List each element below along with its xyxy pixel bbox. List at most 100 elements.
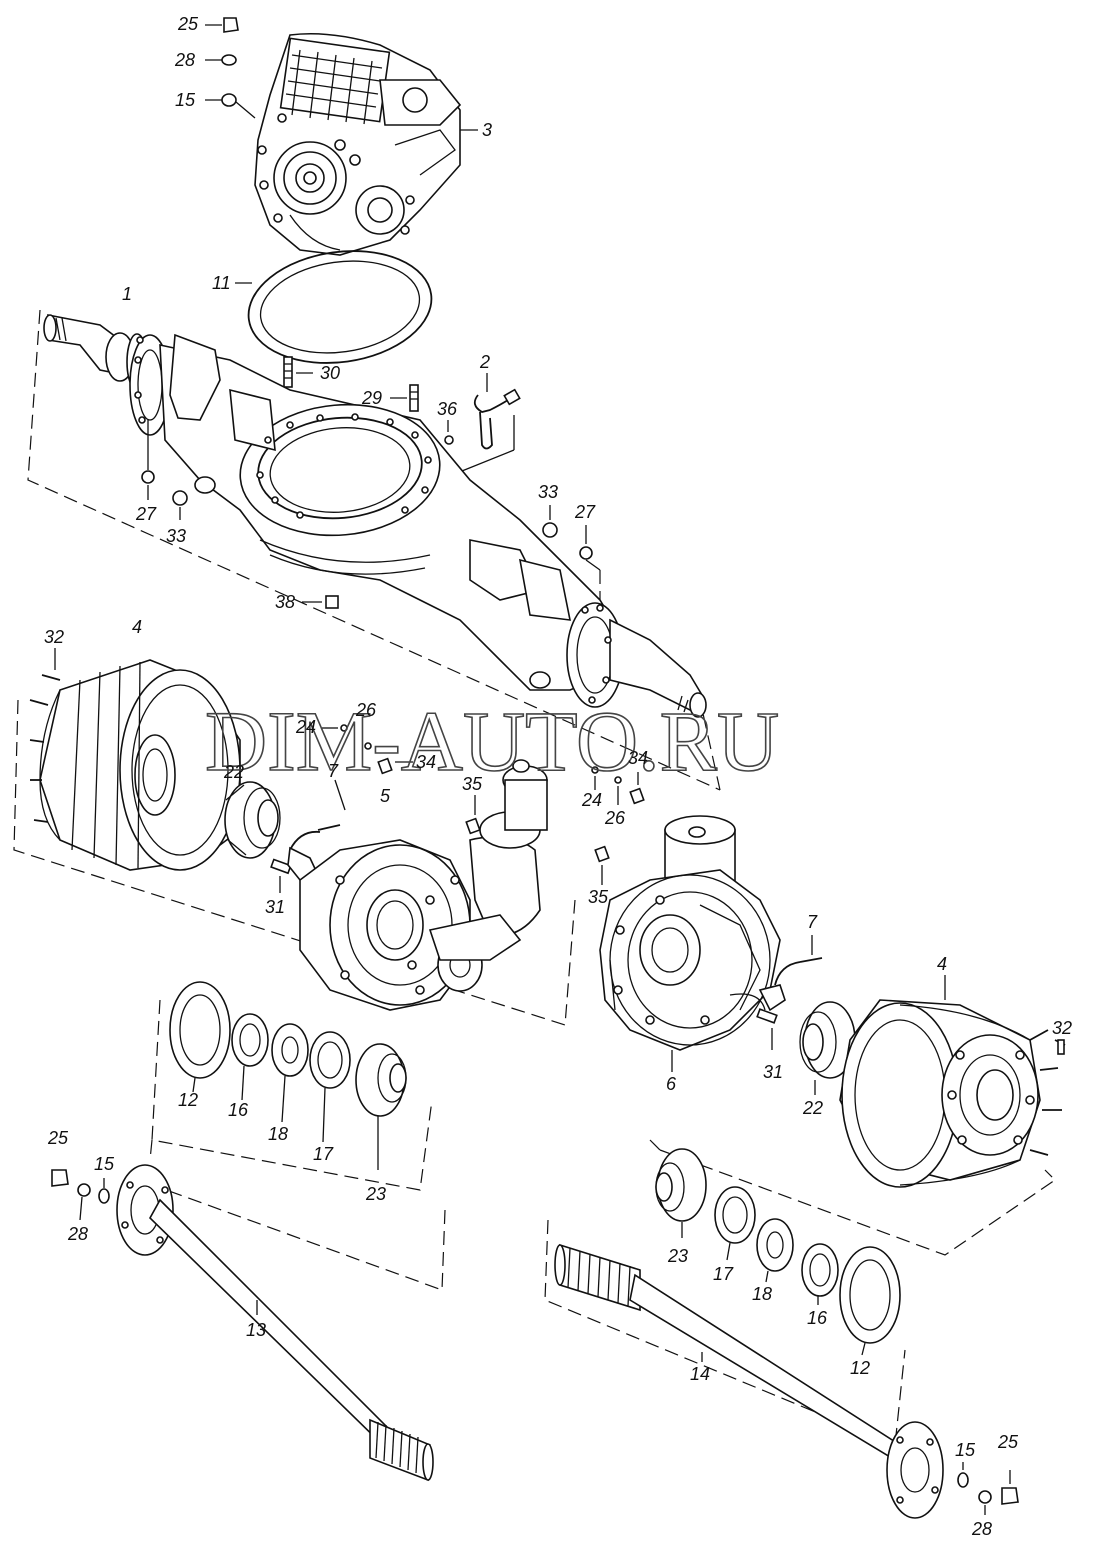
label-31-right: 31 — [763, 1062, 783, 1082]
washer-15-top — [205, 93, 256, 119]
label-17-left: 17 — [313, 1144, 334, 1164]
nut-25-top — [205, 17, 239, 33]
fitting-34-right — [629, 772, 645, 805]
label-22-left: 22 — [223, 762, 244, 782]
fitting-35-left — [465, 795, 481, 835]
pin-26-right — [614, 776, 622, 805]
label-28-top: 28 — [174, 50, 195, 70]
label-15-lower-left: 15 — [94, 1154, 115, 1174]
label-25-lower-right: 25 — [997, 1432, 1019, 1452]
watermark-text: DIM-AUTO.RU — [205, 693, 779, 789]
gasket-12-right — [839, 1246, 901, 1356]
gasket-part-11 — [235, 250, 433, 364]
label-3: 3 — [482, 120, 492, 140]
brake-drum-left-part-4 — [29, 648, 241, 871]
label-25-top: 25 — [177, 14, 199, 34]
label-5: 5 — [380, 786, 391, 806]
stud-part-29 — [390, 384, 419, 412]
label-26-right: 26 — [604, 808, 626, 828]
washer-18-right — [756, 1218, 794, 1283]
bearing-23-right — [655, 1148, 707, 1238]
label-34-left: 34 — [416, 752, 436, 772]
stud-part-30 — [283, 356, 313, 388]
brake-drum-right-part-4 — [839, 975, 1066, 1188]
bolt-31-left — [270, 858, 292, 893]
label-15-lower-right: 15 — [955, 1440, 976, 1460]
label-18-left: 18 — [268, 1124, 288, 1144]
label-7-left: 7 — [328, 761, 339, 781]
label-27-left: 27 — [135, 504, 157, 524]
label-15-top: 15 — [175, 90, 196, 110]
label-4-right: 4 — [937, 954, 947, 974]
fitting-35-right — [594, 845, 610, 885]
label-36: 36 — [437, 399, 458, 419]
label-18-right: 18 — [752, 1284, 772, 1304]
breather-tube-part-2 — [451, 373, 521, 476]
nut-16-right — [801, 1243, 839, 1305]
label-2: 2 — [479, 352, 490, 372]
label-32-right: 32 — [1052, 1018, 1072, 1038]
group-frames — [13, 309, 1056, 1446]
washer-15-lower-left — [98, 1178, 110, 1204]
label-4-left: 4 — [132, 617, 142, 637]
label-14: 14 — [690, 1364, 710, 1384]
washer-18-left — [271, 1023, 309, 1123]
lockwasher-17-left — [309, 1031, 351, 1143]
plug-part-38 — [302, 595, 339, 609]
label-35-right: 35 — [588, 887, 609, 907]
label-28-lower-left: 28 — [67, 1224, 88, 1244]
label-6: 6 — [666, 1074, 677, 1094]
washer-28-top — [205, 54, 237, 66]
label-31-left: 31 — [265, 897, 285, 917]
label-34-right: 34 — [628, 748, 648, 768]
axle-shaft-right-part-14 — [554, 1243, 944, 1519]
label-13: 13 — [246, 1320, 266, 1340]
fitting-34-left — [377, 757, 413, 775]
label-12-right: 12 — [850, 1358, 870, 1378]
label-11: 11 — [212, 273, 231, 293]
main-gear-part-3 — [254, 33, 462, 256]
label-12-left: 12 — [178, 1090, 198, 1110]
label-38: 38 — [275, 592, 295, 612]
bolt-31-right — [756, 1008, 778, 1050]
bearing-22-left — [224, 781, 281, 859]
label-33-right: 33 — [538, 482, 558, 502]
label-27-right: 27 — [574, 502, 596, 522]
pin-26-left — [364, 742, 372, 750]
label-17-right: 17 — [713, 1264, 734, 1284]
part-labels: 25 28 15 3 11 1 30 29 36 2 27 33 33 27 3… — [44, 14, 1072, 1539]
washer-28-lower-left — [77, 1183, 91, 1221]
label-32-left: 32 — [44, 627, 64, 647]
washer-27-right — [579, 525, 601, 571]
pin-24-right — [591, 766, 599, 790]
label-1: 1 — [122, 284, 132, 304]
nut-25-lower-right — [1001, 1470, 1019, 1505]
brake-assembly-left-part-5 — [299, 759, 548, 1011]
label-23-right: 23 — [667, 1246, 688, 1266]
label-22-right: 22 — [802, 1098, 823, 1118]
nut-33-left — [172, 490, 188, 520]
label-24-right: 24 — [581, 790, 602, 810]
label-24-left: 24 — [295, 717, 316, 737]
plug-part-36 — [444, 420, 454, 445]
label-29: 29 — [361, 388, 382, 408]
label-26-left: 26 — [355, 700, 377, 720]
brake-assembly-right-part-6 — [599, 815, 781, 1072]
gasket-12-left — [169, 981, 231, 1093]
nut-25-lower-left — [51, 1169, 69, 1187]
washer-28-lower-right — [978, 1490, 992, 1515]
label-23-left: 23 — [365, 1184, 386, 1204]
label-30: 30 — [320, 363, 340, 383]
label-28-lower-right: 28 — [971, 1519, 992, 1539]
axle-shaft-left-part-13 — [116, 1164, 434, 1482]
label-16-left: 16 — [228, 1100, 249, 1120]
washer-27-left — [141, 420, 155, 500]
nut-16-left — [231, 1013, 269, 1101]
axle-housing-part-1 — [43, 314, 707, 718]
label-25-lower-left: 25 — [47, 1128, 69, 1148]
label-16-right: 16 — [807, 1308, 828, 1328]
nut-33-right — [542, 505, 558, 538]
label-7-right: 7 — [807, 912, 818, 932]
